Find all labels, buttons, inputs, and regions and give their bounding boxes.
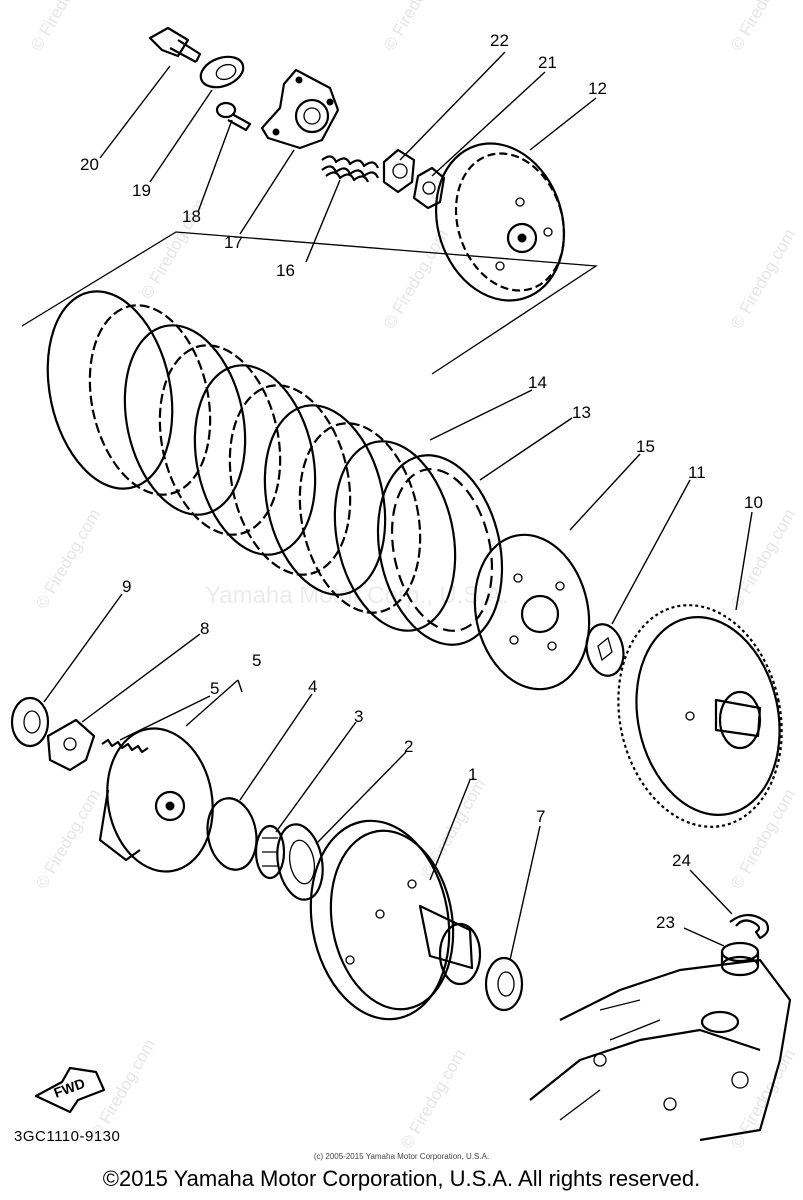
part-17-plate bbox=[260, 68, 340, 150]
callout-17: 17 bbox=[224, 233, 243, 252]
part-7-washer bbox=[484, 956, 524, 1012]
callout-23: 23 bbox=[656, 913, 675, 932]
callout-8: 8 bbox=[200, 619, 209, 638]
callout-19: 19 bbox=[132, 181, 151, 200]
watermark-text: © Firedog.com bbox=[32, 506, 104, 612]
part-13-friction-plate bbox=[376, 454, 504, 646]
callout-5: 5 bbox=[210, 679, 219, 698]
part-11-lock-washer bbox=[585, 623, 625, 677]
watermark-text: © Firedog.com bbox=[32, 786, 104, 892]
callout-7: 7 bbox=[536, 807, 545, 826]
callout-12: 12 bbox=[588, 79, 607, 98]
callout-5: 5 bbox=[252, 651, 261, 670]
assembly-outline bbox=[21, 231, 598, 375]
callout-18: 18 bbox=[182, 207, 201, 226]
part-15-clutch-boss bbox=[473, 533, 591, 691]
watermark-text: © Firedog.com bbox=[727, 1046, 799, 1152]
watermark-text: © Firedog.com bbox=[727, 0, 799, 54]
watermark-text: © Firedog.com bbox=[380, 0, 452, 54]
watermark-text: © Firedog.com bbox=[727, 226, 799, 332]
watermark-text: © Firedog.com bbox=[727, 786, 799, 892]
part-5-shoe-assembly bbox=[98, 727, 214, 873]
callout-labels: 22 21 12 20 19 18 17 16 14 13 15 11 10 9… bbox=[80, 31, 763, 932]
watermark-text: © Firedog.com bbox=[397, 1046, 469, 1152]
part-10-clutch-housing bbox=[617, 604, 783, 828]
part-23-pin bbox=[720, 941, 760, 977]
callout-1: 1 bbox=[468, 765, 477, 784]
clutch-plate-stack bbox=[46, 290, 457, 632]
part-8-plate bbox=[46, 718, 96, 772]
callout-4: 4 bbox=[308, 677, 317, 696]
callout-3: 3 bbox=[354, 707, 363, 726]
watermark-text: © Firedog.com bbox=[417, 776, 489, 882]
watermark-text: © Firedog.com bbox=[27, 0, 99, 54]
callout-13: 13 bbox=[572, 403, 591, 422]
part-4-washer bbox=[206, 797, 258, 871]
callout-24: 24 bbox=[672, 851, 691, 870]
leader-lines bbox=[43, 51, 753, 961]
part-24-circlip bbox=[729, 913, 770, 940]
callout-20: 20 bbox=[80, 155, 99, 174]
crankcase-section bbox=[529, 958, 792, 1142]
part-1-primary-driven-gear bbox=[309, 819, 482, 1021]
drawing-code: 3GC1110-9130 bbox=[14, 1128, 121, 1145]
callout-22: 22 bbox=[490, 31, 509, 50]
fwd-arrow: FWD bbox=[34, 1066, 106, 1114]
part-12-pressure-plate bbox=[434, 142, 566, 302]
callout-2: 2 bbox=[404, 737, 413, 756]
callout-15: 15 bbox=[636, 437, 655, 456]
part-19-bearing bbox=[199, 55, 245, 89]
part-9-washer bbox=[10, 696, 50, 748]
part-18-bolt bbox=[215, 101, 252, 132]
part-21-lock-washer bbox=[412, 166, 446, 210]
part-20-bolt bbox=[148, 26, 202, 63]
callout-14: 14 bbox=[528, 373, 547, 392]
watermark-text: © Firedog.com bbox=[87, 1036, 159, 1142]
part-16-spring bbox=[321, 155, 380, 183]
part-22-nut bbox=[382, 148, 416, 194]
callout-11: 11 bbox=[688, 463, 706, 482]
part-5-spring bbox=[101, 738, 149, 754]
callout-10: 10 bbox=[744, 493, 763, 512]
copyright-notice: ©2015 Yamaha Motor Corporation, U.S.A. A… bbox=[102, 1166, 701, 1191]
callout-16: 16 bbox=[276, 261, 295, 280]
fwd-label: FWD bbox=[52, 1075, 87, 1101]
callout-9: 9 bbox=[122, 577, 131, 596]
callout-21: 21 bbox=[538, 53, 557, 72]
part-3-bearing bbox=[254, 824, 286, 880]
small-copyright: (c) 2005-2015 Yamaha Motor Corporation, … bbox=[313, 1152, 490, 1161]
